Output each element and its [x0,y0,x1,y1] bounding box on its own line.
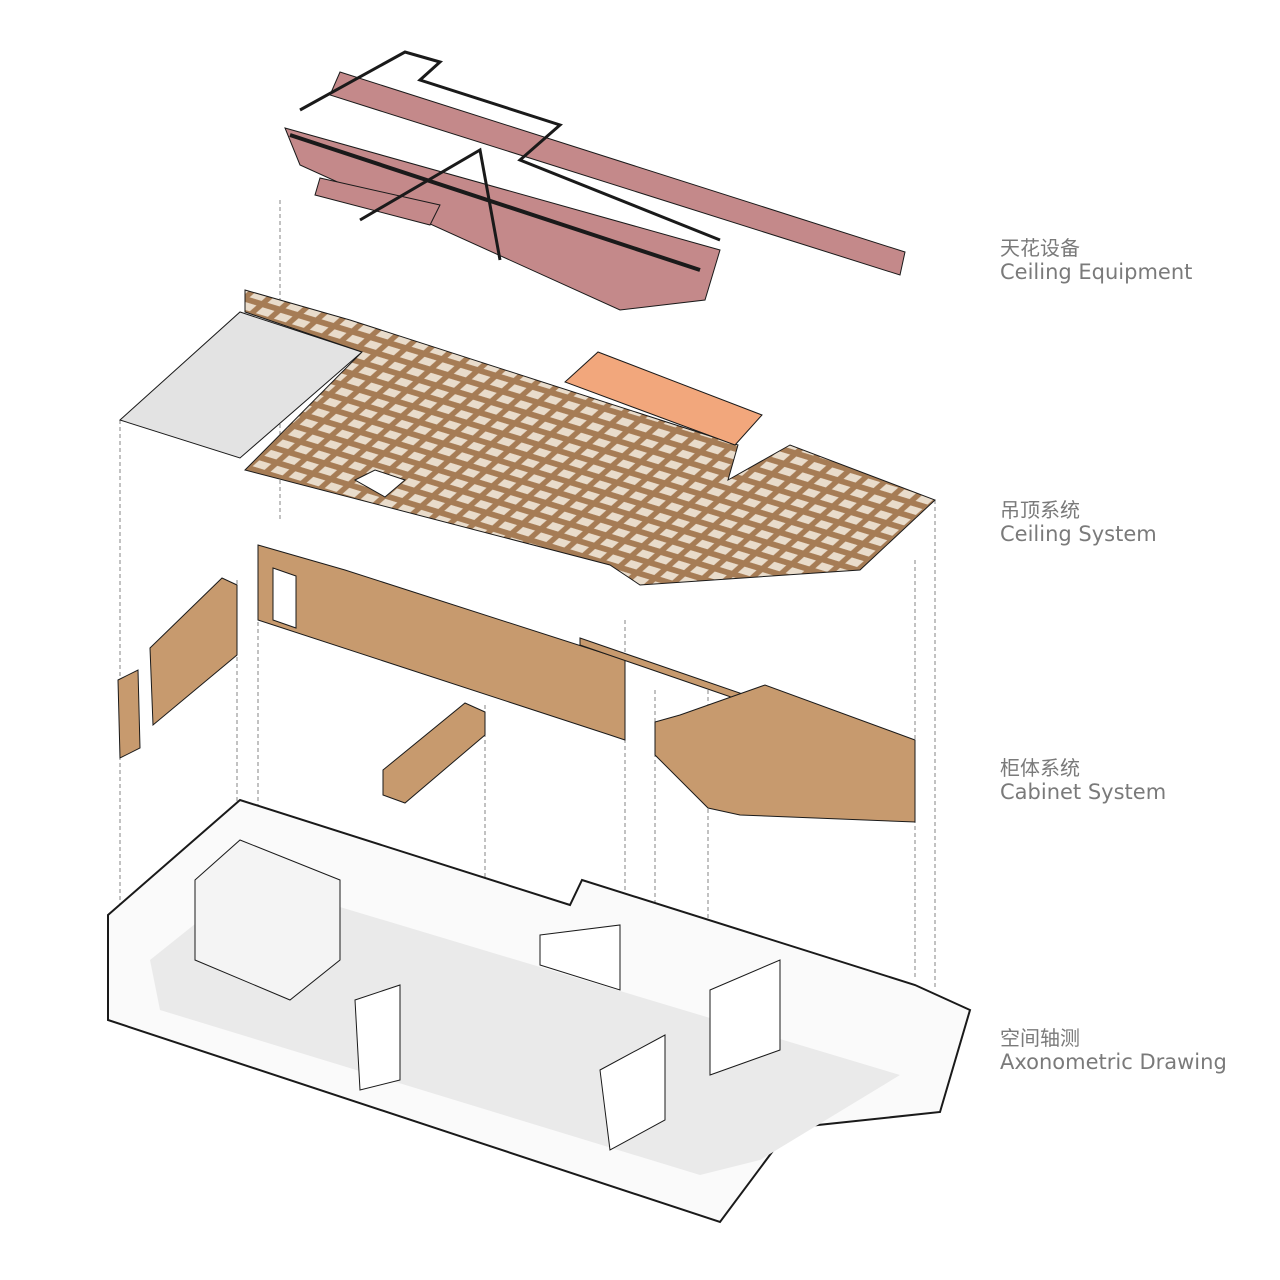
label-zh: 天花设备 [1000,236,1080,260]
accent-ceiling-panel [564,351,763,446]
room-block [709,959,781,1076]
ceiling-grid [244,289,936,586]
label-zh: 空间轴测 [1000,1026,1080,1050]
pipe [359,147,502,261]
ceiling-equipment-layer [284,50,906,311]
pipe [299,50,721,242]
ceiling-system-layer [119,289,936,586]
ceiling-opening [353,469,406,498]
label-en: Cabinet System [1000,780,1167,804]
room-block [354,984,401,1091]
branch-duct [284,127,721,311]
pipe [289,133,701,272]
cabinet-system-layer [117,544,916,823]
label-zh: 吊顶系统 [1000,498,1080,522]
label-en: Ceiling Equipment [1000,260,1193,284]
room-block [599,1034,666,1151]
door-opening [272,567,297,629]
label-zh: 柜体系统 [1000,756,1080,780]
shelf-cabinet [149,577,238,727]
space-axonometric-layer [107,798,972,1224]
layer-label-ceiling-equipment: 天花设备 Ceiling Equipment [1000,236,1192,284]
l-cabinet [654,684,916,823]
layer-label-axonometric-drawing: 空间轴测 Axonometric Drawing [1000,1026,1227,1074]
layer-label-cabinet-system: 柜体系统 Cabinet System [1000,756,1166,804]
room-block [539,924,621,991]
label-en: Axonometric Drawing [1000,1050,1227,1074]
wall-cabinet-small [117,669,141,759]
room-partition [194,839,341,1001]
main-duct [329,71,906,276]
island-cabinet [382,702,486,804]
label-en: Ceiling System [1000,522,1157,546]
main-wall-cabinet [257,544,626,741]
layer-label-ceiling-system: 吊顶系统 Ceiling System [1000,498,1157,546]
